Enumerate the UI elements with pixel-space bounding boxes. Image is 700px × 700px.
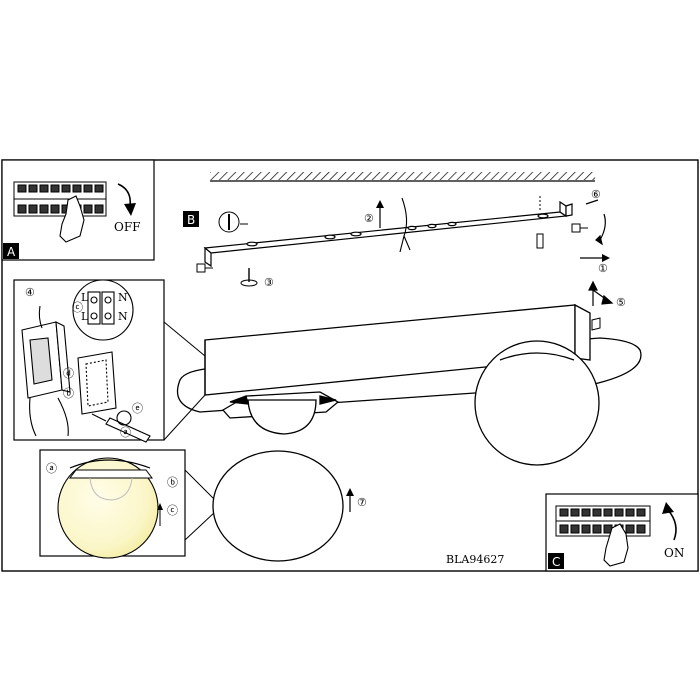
screw-detail-icon [218, 211, 248, 233]
ceiling [210, 172, 595, 182]
step-1-arrow-right-icon [580, 254, 610, 262]
callout-c-wiring: ⓒ [72, 301, 83, 314]
panel-c-switch-on: ON C [545, 493, 699, 572]
step-5-label: ⑤ [616, 296, 626, 309]
junction-box [21, 305, 71, 437]
glowing-bulb [57, 457, 159, 559]
panel-c-letter: C [552, 555, 560, 569]
panel-b-letter: B [187, 213, 195, 227]
terminal-n-top: N [118, 291, 128, 304]
power-cable [399, 197, 411, 253]
product-code: BLA94627 [446, 553, 504, 566]
on-label: ON [664, 546, 684, 560]
panel-b-letter-badge: B [183, 211, 199, 227]
step-7-arrow-up-icon [346, 488, 354, 512]
bracket-screw-left-icon [196, 263, 213, 273]
panel-a-letter: A [7, 245, 16, 259]
hand-icon [59, 195, 85, 243]
step-2-arrow-up-icon [376, 200, 384, 228]
callout-d-wiring: ⓓ [63, 367, 74, 380]
screwdriver-icon [91, 410, 151, 443]
terminal-n-bottom: N [118, 310, 128, 323]
callout-a-wiring: ⓐ [120, 426, 131, 439]
step-3-rotate-icon [240, 279, 258, 287]
arrow-down-icon [117, 183, 132, 207]
breaker-strip-icon [13, 181, 107, 217]
terminal-cover-plate [77, 351, 117, 415]
terminal-l-top: L [81, 291, 89, 304]
step-7-label: ⑦ [357, 496, 367, 509]
large-globe [474, 340, 600, 466]
bracket-screw-right-icon [571, 223, 588, 233]
panel-a-switch-off: OFF A [1, 159, 155, 261]
step-1-label: ① [598, 262, 608, 275]
step-4-label: ④ [25, 286, 35, 299]
step-2-label: ② [364, 212, 374, 225]
terminal-block-detail [72, 279, 134, 341]
callout-b-globe: ⓑ [167, 476, 178, 489]
globe-install-panel: ⓐ ⓑ ⓒ [39, 449, 216, 559]
step-6-rotate-icon [585, 199, 606, 246]
step-5-arrows-icon [588, 280, 614, 306]
off-label: OFF [114, 220, 141, 234]
breaker-strip-on-icon [555, 505, 651, 537]
mounting-bracket [203, 200, 573, 268]
callout-c-globe: ⓒ [167, 504, 178, 517]
step-6-label: ⑥ [591, 188, 601, 201]
callout-b-wiring: ⓑ [63, 387, 74, 400]
step-3-label: ③ [264, 276, 274, 289]
hand-on-icon [603, 523, 629, 567]
outer-frame [1, 159, 699, 572]
small-globe [221, 391, 340, 435]
arrow-up-globe-icon [157, 503, 163, 526]
loose-globe [212, 450, 344, 562]
callout-e-wiring: ⓔ [132, 402, 143, 415]
terminal-l-bottom: L [81, 310, 89, 323]
callout-a-globe: ⓐ [46, 462, 57, 475]
wiring-detail-panel: ④ L L N N ⓒ ⓓ ⓑ [13, 279, 206, 443]
